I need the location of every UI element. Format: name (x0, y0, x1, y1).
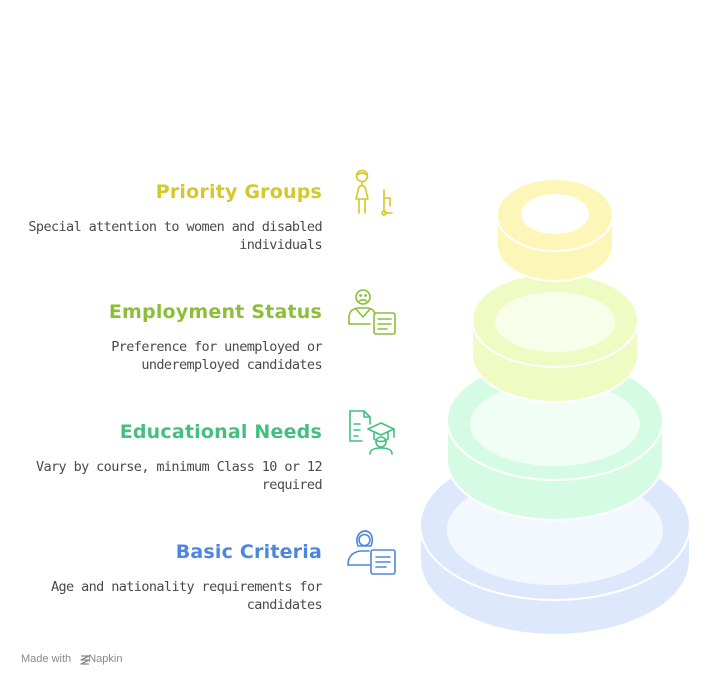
employment-status-title: Employment Status (108, 301, 322, 323)
educational-needs-description: Vary by course, minimum Class 10 or 12 r… (35, 459, 323, 493)
priority-groups-title: Priority Groups (155, 181, 322, 203)
basic-criteria-title: Basic Criteria (175, 541, 322, 563)
employment-status-ring (471, 272, 639, 403)
basic-criteria-description: Age and nationality requirements for can… (51, 579, 323, 613)
made-with-napkin-footer[interactable]: Made with Napkin (21, 653, 122, 665)
woman-disability-icon (346, 168, 402, 218)
unemployed-person-document-icon (346, 288, 402, 338)
graduate-certificate-icon (346, 408, 402, 458)
made-with-label: Made with (21, 653, 72, 665)
employment-status-description: Preference for unemployed or underemploy… (111, 339, 322, 373)
priority-groups-ring (496, 178, 614, 282)
napkin-brand-label: Napkin (88, 653, 123, 665)
criteria-ring-stack (419, 178, 691, 636)
educational-needs-title: Educational Needs (119, 421, 322, 443)
person-document-icon (346, 528, 402, 578)
napkin-logo-icon (80, 655, 90, 665)
priority-groups-description: Special attention to women and disabled … (28, 219, 322, 253)
